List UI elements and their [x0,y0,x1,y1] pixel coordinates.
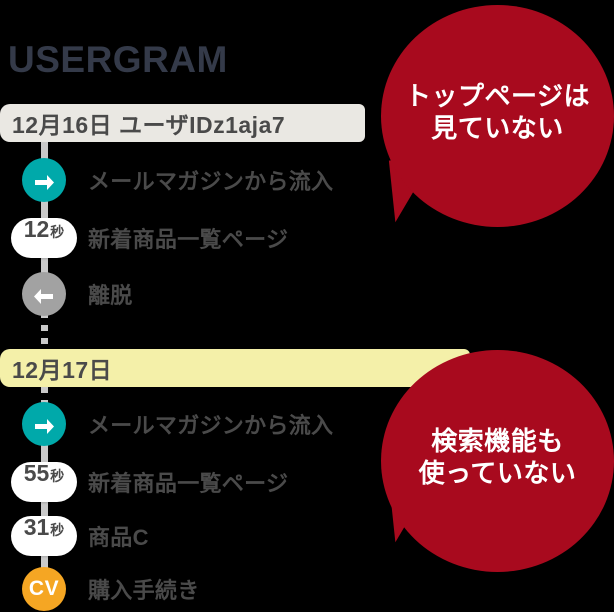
timeline-row[interactable]: 離脱 [0,270,133,318]
arrow-left-icon [22,272,66,316]
timeline-row-label: 離脱 [88,283,133,308]
callout-bubble-2: 検索機能も 使っていない [381,350,614,572]
timeline-row-label: 商品C [88,525,149,550]
timeline-connector-2 [41,405,48,600]
timeline-row[interactable]: CV 購入手続き [0,565,200,612]
callout-bubble-1-text: トップページは 見ていない [405,81,590,143]
marker-slot: CV [0,567,88,611]
marker-slot: 55 秒 [0,462,88,502]
session-header-2-text: 12月17日 [12,357,113,383]
callout-bubble-2-text: 検索機能も 使っていない [418,426,577,488]
arrow-right-icon [22,402,66,446]
session-header-1-text: 12月16日 ユーザIDz1aja7 [12,112,286,138]
marker-slot [0,402,88,446]
timeline-row[interactable]: メールマガジンから流入 [0,156,333,204]
duration-value: 55 [23,460,50,486]
duration-unit: 秒 [50,224,65,240]
marker-slot [0,272,88,316]
timeline-row-label: 新着商品一覧ページ [88,227,289,252]
timeline-row[interactable]: メールマガジンから流入 [0,400,333,448]
timeline-connector-dashed [41,387,48,405]
duration-badge: 31 秒 [11,516,77,556]
marker-slot: 31 秒 [0,516,88,556]
timeline-row-label: メールマガジンから流入 [88,413,334,438]
timeline-row[interactable]: 55 秒 新着商品一覧ページ [0,458,288,506]
duration-unit: 秒 [50,468,65,484]
callout-bubble-1: トップページは 見ていない [381,5,614,227]
marker-slot: 12 秒 [0,218,88,258]
conversion-badge: CV [22,567,66,611]
marker-slot [0,158,88,202]
timeline-row-label: メールマガジンから流入 [88,169,334,194]
session-header-2: 12月17日 [0,349,470,387]
duration-value: 12 [23,216,50,242]
timeline-row[interactable]: 31 秒 商品C [0,512,149,560]
timeline-connector-dashed [41,312,48,350]
timeline-row-label: 新着商品一覧ページ [88,471,289,496]
timeline-row[interactable]: 12 秒 新着商品一覧ページ [0,214,288,262]
usergram-logo: USERGRAM [8,39,228,80]
duration-value: 31 [23,514,50,540]
arrow-right-icon [22,158,66,202]
session-header-1: 12月16日 ユーザIDz1aja7 [0,104,365,142]
timeline-row-label: 購入手続き [88,578,200,603]
duration-unit: 秒 [50,522,65,538]
duration-badge: 55 秒 [11,462,77,502]
duration-badge: 12 秒 [11,218,77,258]
